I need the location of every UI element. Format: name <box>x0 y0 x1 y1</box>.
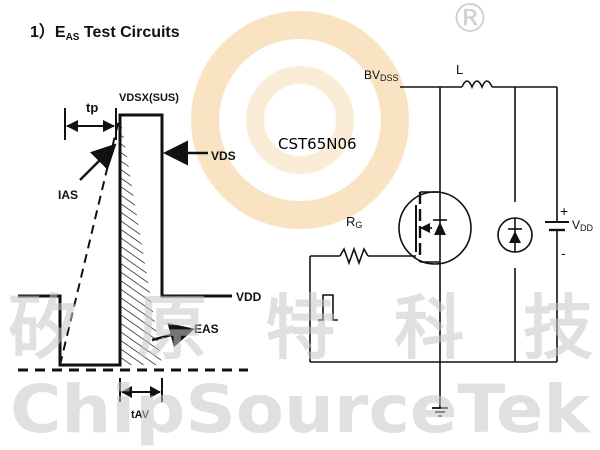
vdsx-label: VDSX(SUS) <box>119 92 179 104</box>
waveform <box>18 108 248 402</box>
supply-plus: + <box>560 203 568 219</box>
vdd-label-circuit: VDD <box>572 218 594 233</box>
vdd-label-waveform: VDD <box>236 290 262 304</box>
mosfet-body-diode <box>434 222 446 235</box>
eas-label: EAS <box>194 322 219 336</box>
ias-arrow <box>79 143 117 181</box>
tp-arrow-right <box>103 120 115 132</box>
vds-waveform <box>18 113 232 367</box>
inductor-label: L <box>456 62 463 77</box>
logo-watermark <box>191 11 409 229</box>
pulse-generator <box>318 294 338 321</box>
supply-minus: - <box>561 245 566 261</box>
inductor-coil <box>461 80 493 90</box>
watermark-english: ChipSourceTek <box>10 371 592 448</box>
rg-label: RG <box>346 214 362 230</box>
tav-arrow-right <box>150 386 161 398</box>
mosfet-circle <box>398 191 472 265</box>
energy-hatch-area <box>120 115 162 365</box>
test-circuit <box>309 80 569 417</box>
vds-label: VDS <box>211 149 236 163</box>
tp-label: tp <box>86 100 98 115</box>
tav-arrow-left <box>121 386 132 398</box>
bvdss-label: BVDSS <box>364 68 399 83</box>
registered-mark: ® <box>450 0 490 42</box>
tav-label: tAV <box>131 409 150 421</box>
watermark-chinese: 矽 原 特 科 技 <box>8 286 593 369</box>
ias-label: IAS <box>58 188 78 202</box>
tp-arrow-left <box>66 120 78 132</box>
eas-arrow <box>151 323 195 348</box>
gate-resistor <box>339 246 369 266</box>
mosfet-arrow <box>420 223 430 233</box>
section-title: 1）EAS Test Circuits <box>30 23 180 43</box>
part-number: CST65N06 <box>278 135 357 153</box>
